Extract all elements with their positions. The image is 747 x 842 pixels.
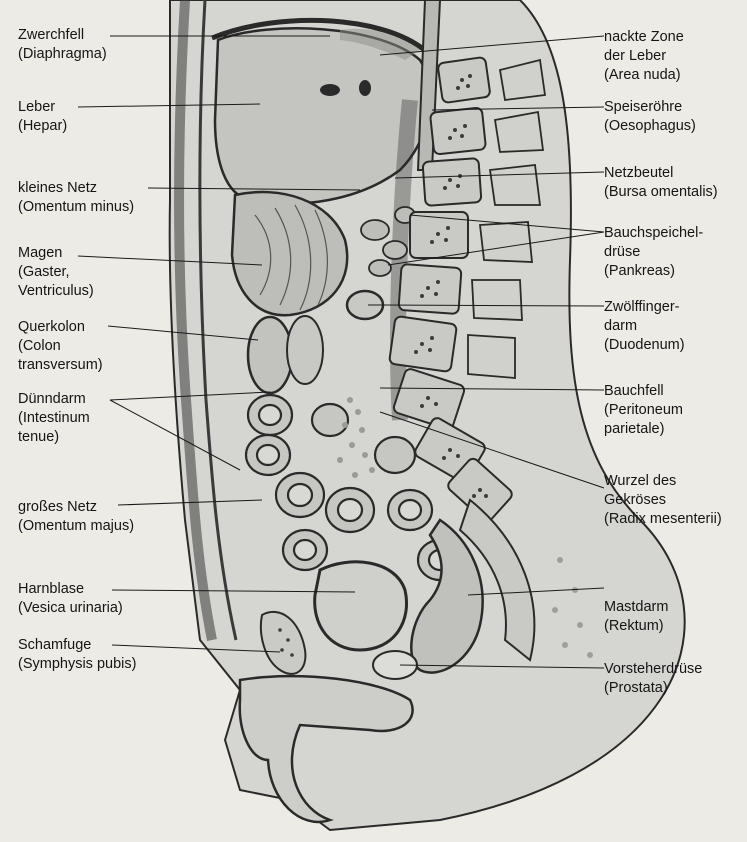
label-netzbeutel: Netzbeutel (Bursa omentalis) [604, 164, 718, 202]
label-kleines-netz: kleines Netz (Omentum minus) [18, 179, 134, 217]
label-mastdarm: Mastdarm (Rektum) [604, 598, 668, 636]
bladder-shape [315, 562, 407, 650]
label-grosses-netz: großes Netz (Omentum majus) [18, 498, 134, 536]
label-nackte-zone: nackte Zone der Leber (Area nuda) [604, 28, 684, 85]
label-wurzel: Wurzel des Gekröses (Radix mesenterii) [604, 472, 722, 529]
label-schamfuge: Schamfuge (Symphysis pubis) [18, 636, 136, 674]
prostate-shape [373, 651, 417, 679]
label-speiseroehre: Speiseröhre (Oesophagus) [604, 98, 696, 136]
label-querkolon: Querkolon (Colon transversum) [18, 318, 103, 375]
label-bauchspeicheldruese: Bauchspeichel- drüse (Pankreas) [604, 224, 703, 281]
label-zwerchfell: Zwerchfell (Diaphragma) [18, 26, 107, 64]
transverse-colon-shape [248, 317, 292, 393]
label-vorsteherdruese: Vorsteherdrüse (Prostata) [604, 660, 702, 698]
duodenum-shape [347, 291, 383, 319]
label-leber: Leber (Hepar) [18, 98, 67, 136]
label-bauchfell: Bauchfell (Peritoneum parietale) [604, 382, 683, 439]
label-magen: Magen (Gaster, Ventriculus) [18, 244, 94, 301]
label-zwoelffingerdarm: Zwölffinger- darm (Duodenum) [604, 298, 685, 355]
label-duenndarm: Dünndarm (Intestinum tenue) [18, 390, 90, 447]
label-harnblase: Harnblase (Vesica urinaria) [18, 580, 123, 618]
